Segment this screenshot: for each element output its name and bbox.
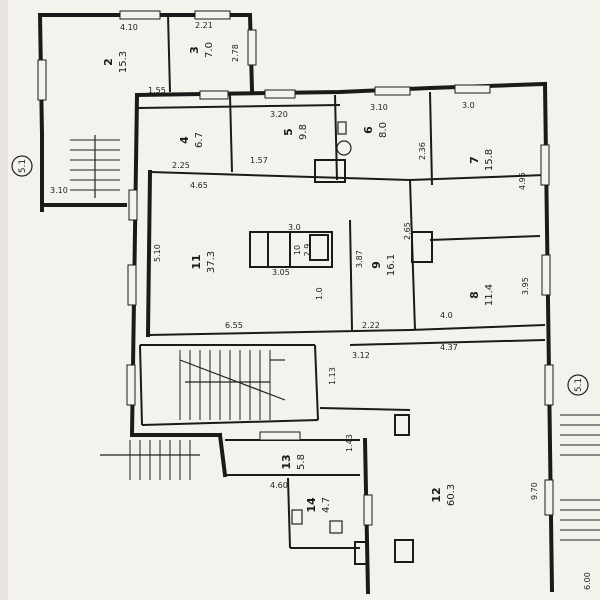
room-number: 12 [430,487,443,502]
dimension-label: 5.10 [153,244,162,262]
room-number: 8 [468,291,481,299]
room-area: 7.0 [204,42,215,58]
dimension-label: 2.36 [418,142,427,160]
axis-label-left: 5.1 [18,159,28,173]
room-number: 5 [282,128,295,136]
room-number: 9 [370,261,383,269]
room-number: 7 [468,156,481,164]
axis-marker-right: 5.1 [567,374,589,396]
dimension-label: 3.95 [521,277,530,295]
room-area: 37.3 [206,251,217,273]
room-area: 15.8 [484,149,495,171]
room-number: 3 [188,46,201,54]
dimension-label: 6.00 [583,572,592,590]
room-number: 4 [178,136,191,144]
dimension-label: 1.13 [328,367,337,385]
room-6: 6 8.0 [362,122,389,138]
dimension-label: 4.37 [440,343,458,352]
dimension-label: 2.25 [172,161,190,170]
room-2: 2 15.3 [102,51,129,73]
dimension-label: 4.10 [120,23,138,32]
dimension-label: 1.55 [148,86,166,95]
stair-entrance-left [70,135,120,198]
dimension-label: 6.55 [225,321,243,330]
room-13: 13 5.8 [280,454,307,470]
room-area: 15.3 [118,51,129,73]
room-number: 6 [362,126,375,134]
dimension-label: 2.22 [362,321,380,330]
dimension-label: 3.12 [352,351,370,360]
stair-main [179,350,286,420]
room-11: 11 37.3 [190,251,217,273]
dimension-label: 4.95 [518,172,527,190]
room-4: 4 6.7 [178,132,205,148]
room-10: 10 2.9 [293,244,312,257]
room-number: 13 [280,454,293,469]
dimension-labels: 4.10 2.21 3.20 3.10 3.0 4.65 3.0 3.05 6.… [50,21,592,590]
room-area: 60.3 [446,484,457,506]
windows [37,10,554,526]
room-12: 12 60.3 [430,484,457,506]
interior-walls [137,14,546,549]
room-area: 5.8 [296,454,307,470]
stair-entrance-bottom [100,440,200,480]
dimension-label: 3.20 [270,110,288,119]
dimension-label: 3.0 [288,223,301,232]
dimension-label: 1.0 [315,287,324,300]
room-5: 5 9.8 [282,124,309,140]
dimension-label: 3.10 [370,103,388,112]
room-area: 4.7 [321,497,332,513]
room-area: 2.9 [303,244,312,257]
room-7: 7 15.8 [468,149,495,171]
dimension-label: 3.87 [355,250,364,268]
room-14: 14 4.7 [305,497,332,513]
room-3: 3 7.0 [188,42,215,58]
room-number: 11 [190,254,203,269]
service-blocks [249,121,433,565]
dimension-label: 2.21 [195,21,213,30]
room-number: 2 [102,58,115,66]
dimension-label: 4.0 [440,311,453,320]
room-area: 16.1 [386,254,397,276]
room-number: 14 [305,497,318,513]
room-9: 9 16.1 [370,254,397,276]
room-number: 10 [293,245,302,255]
dimension-label: 4.60 [270,481,288,490]
axis-marker-left: 5.1 [11,155,33,177]
axis-label-right: 5.1 [574,378,584,392]
paper-sheet [8,0,600,600]
room-area: 8.0 [378,122,389,138]
dimension-label: 2.65 [403,222,412,240]
dimension-label: 9.70 [530,482,539,500]
dimension-label: 1.57 [250,156,268,165]
dimension-label: 3.0 [462,101,475,110]
room-area: 9.8 [298,124,309,140]
stair-right-exterior [560,414,600,541]
dimension-label: 3.05 [272,268,290,277]
room-area: 11.4 [484,284,495,306]
dimension-label: 1.43 [345,434,354,452]
dimension-label: 3.10 [50,186,68,195]
room-area: 6.7 [194,132,205,148]
dimension-label: 4.65 [190,181,208,190]
room-8: 8 11.4 [468,284,495,306]
dimension-label: 2.78 [231,44,240,62]
